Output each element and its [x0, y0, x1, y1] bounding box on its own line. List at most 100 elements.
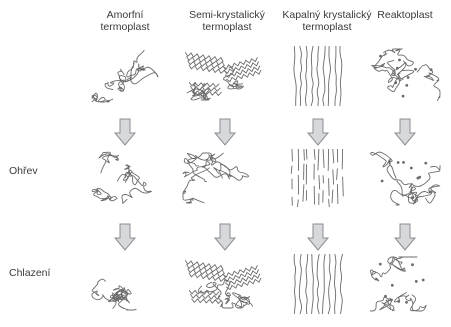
structure-semicrystalline-row-2	[185, 260, 261, 308]
aligned-chain	[335, 46, 336, 106]
down-arrow-liquidcrystal-1	[308, 224, 328, 250]
crosslink-node	[422, 279, 425, 282]
mobile-chain-segment	[298, 200, 299, 208]
polymer-chain	[417, 65, 440, 101]
structure-amorphous-row-0	[92, 50, 158, 102]
crosslink-node	[379, 55, 382, 58]
crystalline-lamella	[226, 278, 261, 290]
crosslink-node	[411, 196, 414, 199]
crosslink-node	[407, 76, 410, 79]
aligned-chain	[294, 254, 295, 314]
aligned-chain	[317, 46, 319, 106]
mobile-chain-segment	[333, 170, 334, 185]
structure-liquidcrystal-row-0	[294, 46, 342, 106]
crosslink-node	[414, 68, 417, 71]
aligned-chain	[312, 254, 314, 314]
aligned-chain	[323, 46, 325, 106]
aligned-chain	[306, 254, 308, 314]
crystalline-lamella	[185, 52, 223, 61]
aligned-chain	[306, 46, 308, 106]
aligned-chain	[317, 254, 319, 314]
polymer-chain	[92, 93, 113, 102]
mobile-chain-segment	[314, 149, 315, 160]
aligned-chain	[322, 254, 325, 314]
polymer-chain	[117, 173, 151, 204]
crosslink-node	[397, 161, 400, 164]
crosslink-node	[415, 280, 418, 283]
crosslink-node	[397, 300, 400, 303]
aligned-chain	[328, 254, 330, 314]
crosslink-node	[424, 162, 427, 165]
structure-amorphous-row-1	[92, 152, 151, 203]
aligned-chain	[340, 254, 342, 314]
polymer-chain	[375, 49, 414, 68]
crystalline-lamella	[185, 260, 223, 269]
crosslink-node	[405, 84, 408, 87]
structure-amorphous-row-2	[92, 279, 137, 310]
crystalline-lamella	[223, 57, 258, 69]
aligned-chain	[340, 46, 342, 106]
crosslink-node	[391, 284, 394, 287]
structure-liquidcrystal-row-1	[291, 149, 343, 207]
crosslink-node	[398, 59, 401, 62]
crosslink-node	[381, 180, 384, 183]
crystalline-lamella	[189, 65, 227, 74]
crystalline-lamella	[188, 61, 226, 70]
down-arrow-amorphous-1	[115, 224, 135, 250]
down-arrow-semicrystalline-0	[215, 119, 235, 145]
aligned-chain	[294, 46, 296, 106]
crosslink-node	[402, 161, 405, 164]
crosslink-node	[418, 176, 421, 179]
mobile-chain-segment	[318, 149, 319, 170]
crystalline-lamella	[224, 270, 259, 282]
mobile-chain-segment	[319, 175, 320, 189]
crystalline-lamella	[187, 56, 225, 65]
polymer-chain	[214, 164, 249, 180]
polymer-chain	[99, 152, 119, 173]
crosslink-node	[430, 68, 433, 71]
crystalline-lamella	[189, 273, 227, 282]
crosslink-node	[384, 295, 387, 298]
mobile-chain-segment	[329, 178, 330, 196]
mobile-chain-segment	[291, 166, 292, 174]
crosslink-node	[390, 299, 393, 302]
structure-thermoset-row-0	[372, 49, 440, 101]
structure-semicrystalline-row-0	[185, 52, 261, 100]
down-arrow-semicrystalline-1	[215, 224, 235, 250]
crosslink-node	[379, 263, 382, 266]
down-arrow-thermoset-0	[395, 119, 415, 145]
down-arrow-thermoset-1	[395, 224, 415, 250]
crosslink-node	[411, 263, 414, 266]
aligned-chain	[311, 46, 313, 106]
aligned-chain	[299, 254, 301, 314]
polymer-chain	[92, 188, 117, 200]
crosslink-node	[396, 67, 399, 70]
polymer-chain	[183, 153, 224, 177]
mobile-chain-segment	[333, 149, 334, 163]
mobile-chain-segment	[337, 184, 338, 204]
crystalline-lamella	[187, 264, 225, 273]
down-arrow-amorphous-0	[115, 119, 135, 145]
mobile-chain-segment	[304, 149, 305, 161]
mobile-chain-segment	[332, 190, 333, 204]
crystalline-lamella	[188, 269, 226, 278]
crosslink-node	[402, 95, 405, 98]
structure-thermoset-row-2	[370, 257, 426, 311]
mobile-chain-segment	[337, 168, 338, 180]
structure-liquidcrystal-row-2	[294, 254, 342, 314]
mobile-chain-segment	[303, 184, 304, 201]
polymer-chain	[183, 168, 210, 203]
polymer-chain	[233, 293, 253, 308]
structure-semicrystalline-row-1	[183, 153, 249, 203]
aligned-chain	[300, 46, 302, 106]
crosslink-node	[410, 167, 413, 170]
aligned-chain	[334, 254, 335, 314]
crystalline-lamella	[226, 70, 261, 82]
crosslink-node	[394, 81, 397, 84]
crosslink-node	[429, 191, 432, 194]
structure-thermoset-row-1	[371, 152, 440, 205]
mobile-chain-segment	[343, 177, 344, 197]
mobile-chain-segment	[329, 199, 330, 207]
